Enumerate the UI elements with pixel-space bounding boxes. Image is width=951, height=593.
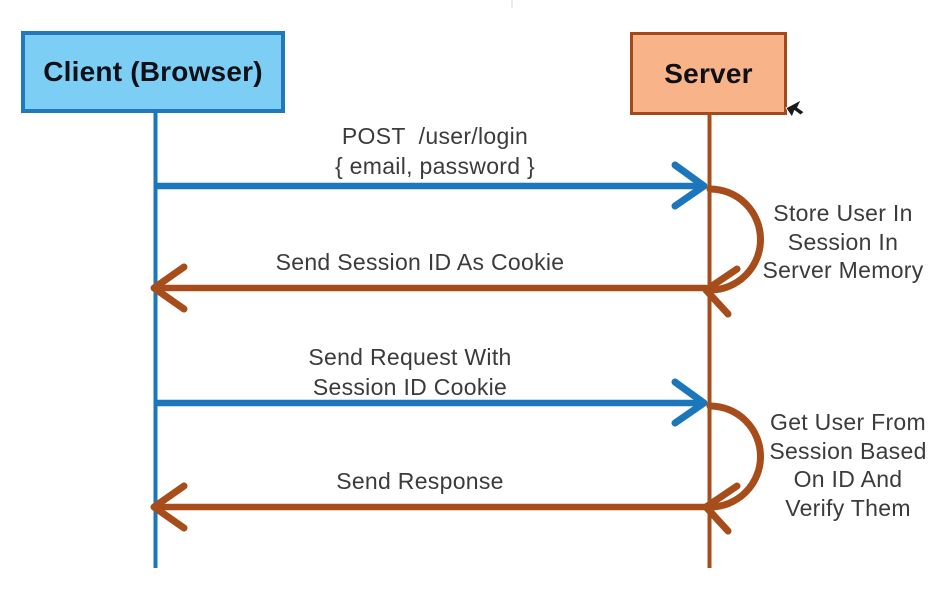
message-line: Send Response (336, 468, 504, 494)
note-line: Get User From (770, 409, 926, 435)
arrow-send-session-id (150, 263, 710, 313)
note-get-user-from-session: Get User From Session Based On ID And Ve… (745, 408, 951, 522)
client-actor-box: Client (Browser) (21, 31, 285, 113)
client-actor-label: Client (Browser) (43, 56, 263, 87)
note-line: Session Based (769, 437, 927, 464)
top-edge-artifact (511, 0, 513, 8)
note-line: Session In (787, 228, 899, 255)
message-label-post-login: POST /user/login { email, password } (235, 121, 635, 181)
note-line: Verify Them (785, 494, 911, 521)
server-actor-box: Server (630, 32, 787, 115)
message-line: Session ID Cookie (312, 374, 508, 400)
message-line: { email, password } (334, 153, 536, 179)
note-store-user-in-session: Store User In Session In Server Memory (735, 199, 951, 285)
server-actor-label: Server (664, 57, 753, 89)
message-label-send-request: Send Request With Session ID Cookie (210, 342, 610, 402)
message-label-send-response: Send Response (220, 466, 620, 496)
message-line: POST /user/login (341, 123, 529, 149)
note-line: Store User In (773, 200, 913, 226)
arrow-send-response (150, 482, 710, 532)
note-line: Server Memory (762, 257, 924, 283)
note-line: On ID And (793, 466, 903, 492)
message-line: Send Session ID As Cookie (275, 249, 565, 275)
arrow-send-request (153, 378, 708, 427)
message-line: Send Request With (308, 344, 512, 370)
mouse-cursor-icon (785, 99, 805, 118)
message-label-send-session-id: Send Session ID As Cookie (220, 247, 620, 277)
arrow-post-login (153, 161, 708, 210)
